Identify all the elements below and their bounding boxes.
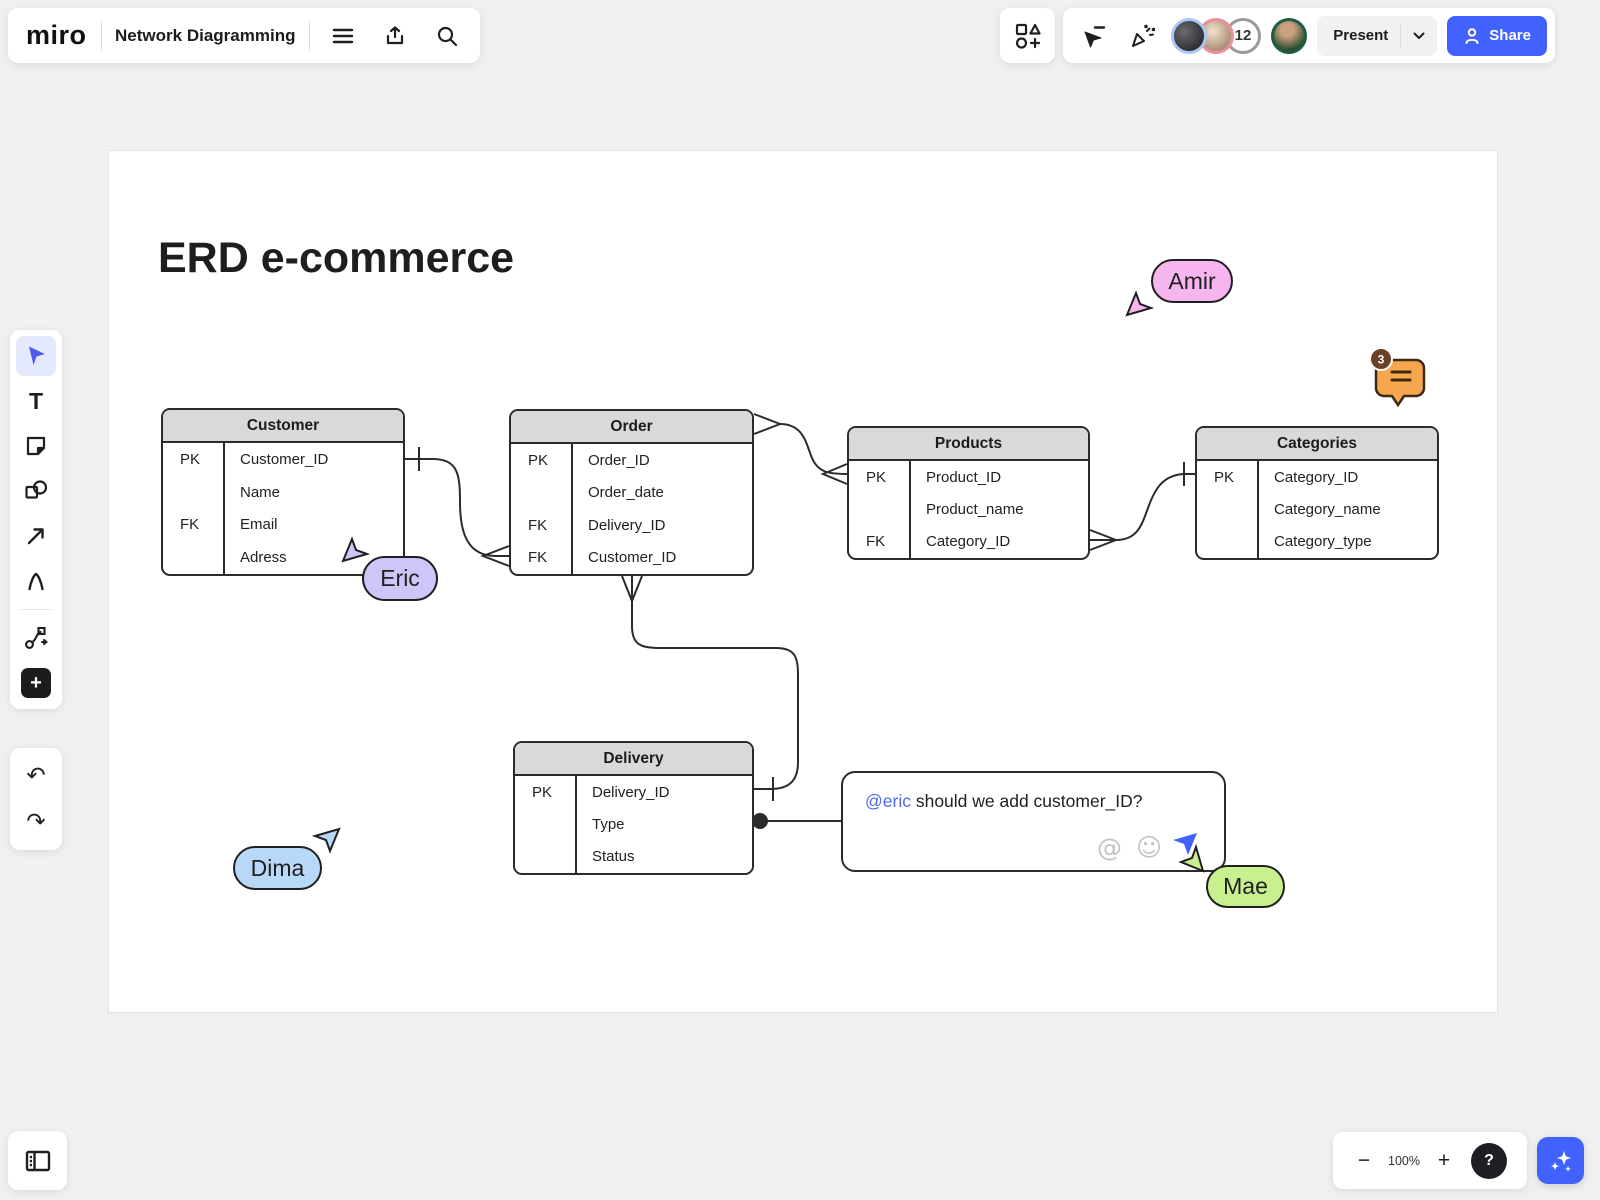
- zoom-in-button[interactable]: +: [1437, 1148, 1451, 1172]
- pen-tool[interactable]: [16, 561, 56, 601]
- present-label: Present: [1333, 27, 1389, 44]
- emoji-icon[interactable]: ☺: [1135, 833, 1162, 862]
- follow-cursor-button[interactable]: [1075, 17, 1113, 55]
- comment-text: @eric should we add customer_ID?: [865, 791, 1143, 811]
- cursor-mae-icon: [1176, 842, 1208, 874]
- table-title: Customer: [163, 410, 403, 443]
- divider: [100, 21, 102, 50]
- select-tool[interactable]: [16, 336, 56, 376]
- cursor-dima-icon: [310, 824, 342, 856]
- divider: [309, 21, 310, 50]
- top-right-toolbar: 12 Present Share: [1063, 8, 1555, 63]
- divider: [21, 609, 51, 610]
- present-button[interactable]: Present: [1317, 15, 1438, 56]
- shapes-tool[interactable]: [16, 471, 56, 511]
- top-left-toolbar: miro Network Diagramming: [8, 8, 480, 63]
- board-title[interactable]: Network Diagramming: [115, 25, 296, 45]
- mention-icon[interactable]: @: [1096, 833, 1122, 862]
- undo-button[interactable]: ↶: [26, 762, 46, 789]
- reactions-button[interactable]: [1123, 17, 1161, 55]
- ai-assistant-button[interactable]: [1537, 1137, 1584, 1184]
- user-avatar[interactable]: [1271, 17, 1307, 54]
- search-button[interactable]: [428, 17, 466, 55]
- collaborator-label-amir: Amir: [1151, 259, 1233, 303]
- zoom-level[interactable]: 100%: [1388, 1153, 1420, 1168]
- sticky-note-tool[interactable]: [16, 426, 56, 466]
- share-label: Share: [1489, 27, 1531, 44]
- history-toolbar: ↶ ↷: [10, 748, 62, 850]
- redo-button[interactable]: ↷: [26, 808, 46, 835]
- share-button[interactable]: Share: [1447, 15, 1547, 56]
- frames-panel-button[interactable]: [8, 1131, 67, 1190]
- table-title: Categories: [1197, 428, 1437, 461]
- plus-icon: +: [21, 668, 51, 698]
- arrow-tool[interactable]: [16, 516, 56, 556]
- chevron-down-icon[interactable]: [1401, 32, 1437, 40]
- person-icon: [1465, 27, 1479, 44]
- sparkles-icon: [1550, 1150, 1571, 1172]
- connector-tool[interactable]: [16, 618, 56, 658]
- add-apps-tool[interactable]: +: [16, 663, 56, 703]
- main-menu-button[interactable]: [324, 17, 362, 55]
- key-column: PK FK: [849, 461, 911, 558]
- collaborator-label-mae: Mae: [1206, 865, 1285, 908]
- miro-logo[interactable]: miro: [26, 20, 87, 50]
- cursor-eric-icon: [340, 534, 372, 566]
- key-column: PK FK: [163, 443, 225, 574]
- key-column: PK: [1197, 461, 1259, 558]
- shapes-grid-icon: [1015, 23, 1041, 49]
- zoom-out-button[interactable]: −: [1357, 1148, 1371, 1172]
- table-title: Order: [511, 411, 752, 444]
- diagramming-panel-button[interactable]: [1000, 8, 1055, 63]
- key-column: PK: [515, 776, 577, 873]
- text-tool[interactable]: T: [28, 387, 44, 414]
- badge-circle: [1369, 347, 1393, 371]
- comment-box[interactable]: @eric should we add customer_ID? @ ☺: [841, 771, 1226, 872]
- creation-toolbar: T +: [10, 330, 62, 709]
- frames-icon: [25, 1150, 50, 1171]
- send-arrow-icon[interactable]: [1168, 828, 1200, 860]
- mention-link[interactable]: @eric: [865, 791, 911, 811]
- help-button[interactable]: ?: [1471, 1142, 1507, 1179]
- participant-avatar[interactable]: [1171, 17, 1207, 54]
- divider: [1400, 23, 1402, 48]
- collaborator-label-dima: Dima: [233, 846, 322, 890]
- table-title: Products: [849, 428, 1088, 461]
- collaborator-label-eric: Eric: [362, 556, 438, 601]
- comment-thread-marker[interactable]: 3: [1364, 346, 1428, 413]
- canvas-title[interactable]: ERD e-commerce: [158, 234, 515, 282]
- table-title: Delivery: [515, 743, 752, 776]
- export-button[interactable]: [376, 17, 414, 55]
- cursor-amir-icon: [1124, 288, 1156, 320]
- comment-count-badge: 3: [1378, 353, 1385, 367]
- zoom-controls: − 100% + ?: [1333, 1132, 1527, 1189]
- participants-stack[interactable]: 12: [1171, 17, 1261, 54]
